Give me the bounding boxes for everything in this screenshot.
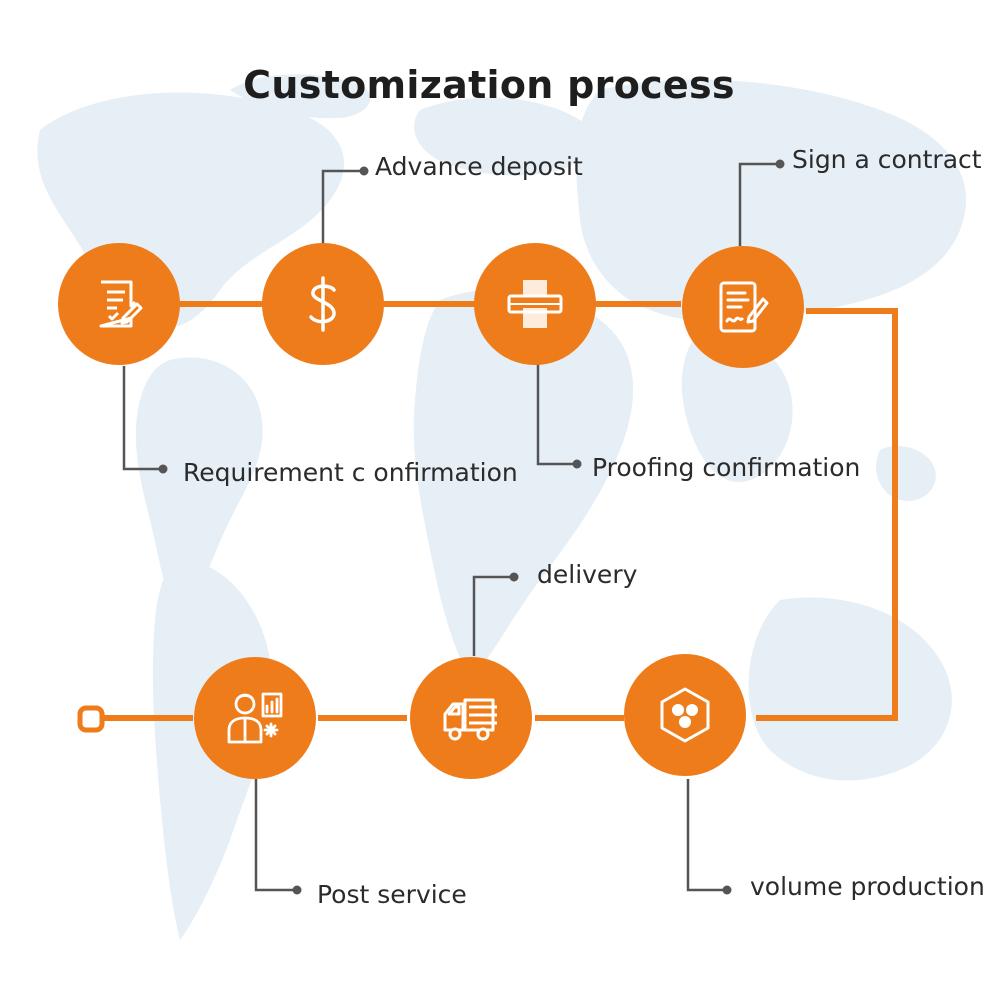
leader-line-contract — [738, 162, 777, 246]
leader-line-delivery — [472, 575, 511, 656]
page-title: Customization process — [243, 63, 735, 108]
delivery-truck-icon — [443, 698, 497, 741]
contract-sign-icon — [719, 281, 769, 333]
step-node-requirement-confirmation — [58, 243, 180, 365]
leader-line-proofing — [536, 364, 574, 466]
service-staff-icon — [227, 692, 283, 744]
step-label-requirement-confirmation: Requirement c onfirmation — [183, 458, 518, 487]
flow-start-marker — [77, 705, 105, 733]
step-label-proofing-confirmation: Proofing confirmation — [592, 453, 861, 482]
leader-dot-production — [722, 885, 732, 895]
leader-dot-post-service — [292, 885, 302, 895]
step-label-sign-contract: Sign a contract — [792, 145, 982, 174]
step-node-advance-deposit — [262, 243, 384, 365]
step-node-delivery — [410, 657, 532, 779]
step-node-proofing-confirmation — [474, 243, 596, 365]
step-node-post-service — [194, 657, 316, 779]
document-checklist-icon — [99, 280, 143, 328]
leader-dot-requirement — [158, 464, 168, 474]
step-label-delivery: delivery — [537, 560, 638, 589]
leader-line-requirement — [122, 366, 160, 471]
flow-line-4-5 — [756, 308, 898, 721]
step-label-post-service: Post service — [317, 880, 467, 909]
leader-dot-contract — [775, 159, 785, 169]
step-node-sign-contract — [682, 246, 804, 368]
leader-dot-deposit — [359, 166, 369, 176]
leader-line-deposit — [321, 169, 361, 244]
dollar-icon — [309, 276, 336, 332]
leader-dot-proofing — [572, 459, 582, 469]
hexagon-production-icon — [660, 687, 710, 743]
leader-dot-delivery — [509, 572, 519, 582]
step-label-volume-production: volume production — [750, 872, 985, 901]
leader-line-production — [686, 779, 724, 892]
step-node-volume-production — [624, 654, 746, 776]
leader-line-post-service — [254, 779, 294, 892]
step-label-advance-deposit: Advance deposit — [375, 152, 583, 181]
printer-icon — [507, 280, 563, 328]
